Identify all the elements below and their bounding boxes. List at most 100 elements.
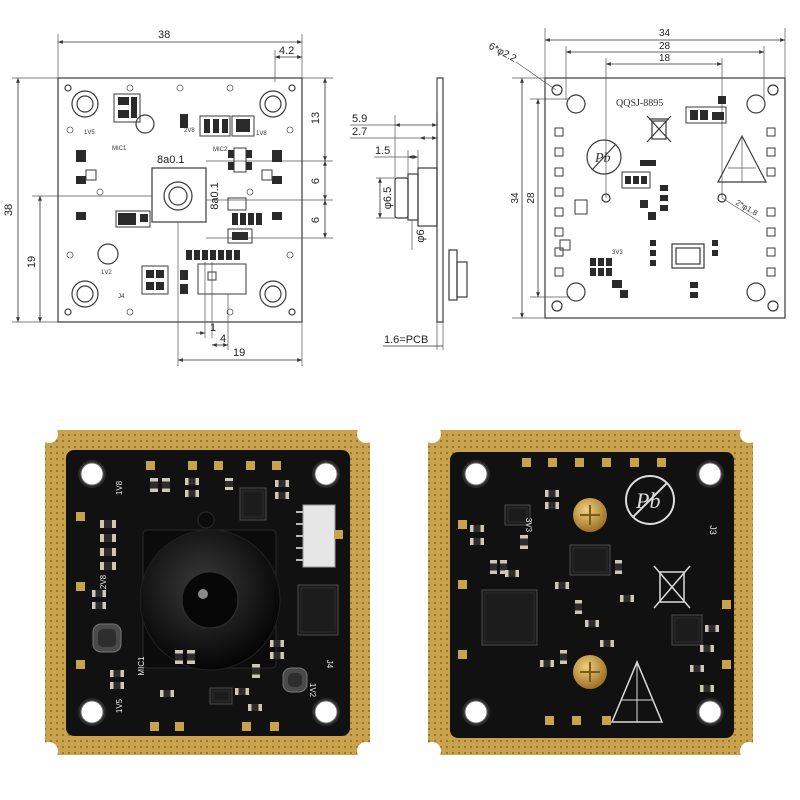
component-outline: [554, 247, 564, 257]
silk-label-1v5: 1V5: [84, 130, 95, 136]
via-hole: [226, 308, 234, 316]
ic-chip-marking: [484, 592, 535, 643]
pad-footprint: [232, 213, 238, 225]
gold-pad: [458, 650, 467, 659]
frame-notch: [423, 742, 441, 760]
ic-chip: [481, 589, 538, 646]
component-outline: [141, 265, 169, 295]
ic-chip: [569, 544, 611, 576]
corner-pad: [71, 280, 99, 308]
dim-left-28-label: 28: [526, 192, 537, 204]
smd-resistor-body: [104, 562, 112, 570]
corner-hole: [551, 84, 563, 96]
pad-footprint: [272, 212, 282, 220]
dim-27-label: 2.7: [352, 126, 367, 138]
corner-pad: [566, 94, 586, 114]
front-photo-components: [76, 460, 343, 731]
dim-corner-label: 4.2: [279, 45, 294, 57]
mounting-hole: [80, 462, 104, 486]
ic-footprint: [671, 243, 705, 269]
pad-footprint: [650, 250, 656, 256]
ic-chip: [209, 687, 233, 705]
lens-inner-circle: [168, 186, 188, 206]
dim-top-18-label: 18: [659, 53, 671, 64]
component-outline: [766, 247, 776, 257]
mounting-hole: [464, 462, 488, 486]
pad-footprint: [712, 250, 718, 256]
dim-right-top-label: 13: [310, 112, 322, 124]
smd-resistor-body: [188, 490, 196, 497]
pad-footprint: [186, 250, 192, 260]
dim-bottom-1-label: 1: [210, 322, 216, 334]
component-outline: [621, 171, 651, 189]
pad-footprint: [228, 162, 234, 170]
pad-footprint: [272, 150, 282, 162]
connector-side: [448, 249, 458, 301]
corner-hole: [551, 300, 563, 312]
corner-hole: [64, 308, 72, 316]
component-outline: [231, 115, 255, 137]
lens-barrel-side: [407, 173, 419, 221]
pad-footprint: [202, 250, 208, 260]
gold-pad: [575, 458, 584, 467]
dim-59-label: 5.9: [352, 113, 367, 125]
corner-pad-hole: [76, 95, 94, 113]
smd-resistor-body: [623, 595, 631, 602]
component-outline: [766, 207, 776, 217]
component-outline: [261, 169, 273, 181]
frame-notch: [740, 742, 758, 760]
mounting-hole: [698, 700, 722, 724]
dim-lens-y-label: 19: [26, 256, 38, 268]
smd-resistor-body: [163, 690, 171, 697]
component-outline: [554, 187, 564, 197]
ic-chip-marking: [674, 617, 700, 643]
photo-silk-j4: J4: [325, 660, 334, 669]
smd-resistor-body: [238, 688, 246, 695]
pad-footprint: [640, 160, 656, 166]
component-outline: [554, 207, 564, 217]
pcb-thickness-label: 1.6=PCB: [384, 334, 428, 346]
component-outline: [685, 106, 727, 124]
via-hole: [286, 251, 294, 259]
frame-notch: [357, 425, 375, 443]
frame-notch: [740, 425, 758, 443]
pad-footprint: [222, 119, 228, 133]
silk-label-mic2: MIC2: [213, 147, 228, 153]
gold-pad: [545, 716, 554, 725]
component-outline: [233, 147, 247, 173]
smd-resistor-body: [520, 538, 528, 546]
pad-footprint: [226, 250, 232, 260]
gold-pad: [272, 461, 281, 470]
mounting-hole: [314, 462, 338, 486]
smd-resistor-body: [104, 520, 112, 528]
lens-size-h-label: 8a0.1: [157, 154, 185, 166]
gold-pad: [246, 461, 255, 470]
pb-free-circle: [586, 139, 622, 175]
component-outline: [554, 147, 564, 157]
pad-footprint: [620, 290, 628, 298]
frame-notch: [423, 425, 441, 443]
weee-bin-cross: [653, 565, 691, 609]
smd-resistor-body: [560, 653, 567, 661]
smd-resistor-body: [548, 502, 556, 509]
pad-footprint: [156, 270, 164, 278]
gold-pad: [548, 458, 557, 467]
back-photo: Pb 3V3 J3: [423, 425, 758, 760]
smd-resistor-body: [113, 682, 121, 689]
smd-resistor-body: [490, 563, 497, 571]
smd-resistor-body: [104, 548, 112, 556]
dim-top-34-label: 34: [659, 28, 671, 39]
smd-resistor-body: [113, 670, 121, 677]
gold-pad: [76, 582, 85, 591]
round-component-outline: [135, 114, 155, 134]
pad-footprint: [272, 176, 282, 184]
pad-footprint: [234, 250, 240, 260]
smd-resistor-body: [473, 538, 481, 545]
side-view-drawing: 5.9 2.7 1.5 φ6.5 φ6 1.6=PCB: [350, 77, 468, 350]
gold-pad: [150, 722, 159, 731]
component-outline: [227, 197, 247, 211]
smd-resistor-body: [273, 652, 281, 659]
smd-resistor-body: [575, 603, 582, 611]
smd-resistor-body: [251, 704, 259, 711]
component-outline: [766, 227, 776, 237]
